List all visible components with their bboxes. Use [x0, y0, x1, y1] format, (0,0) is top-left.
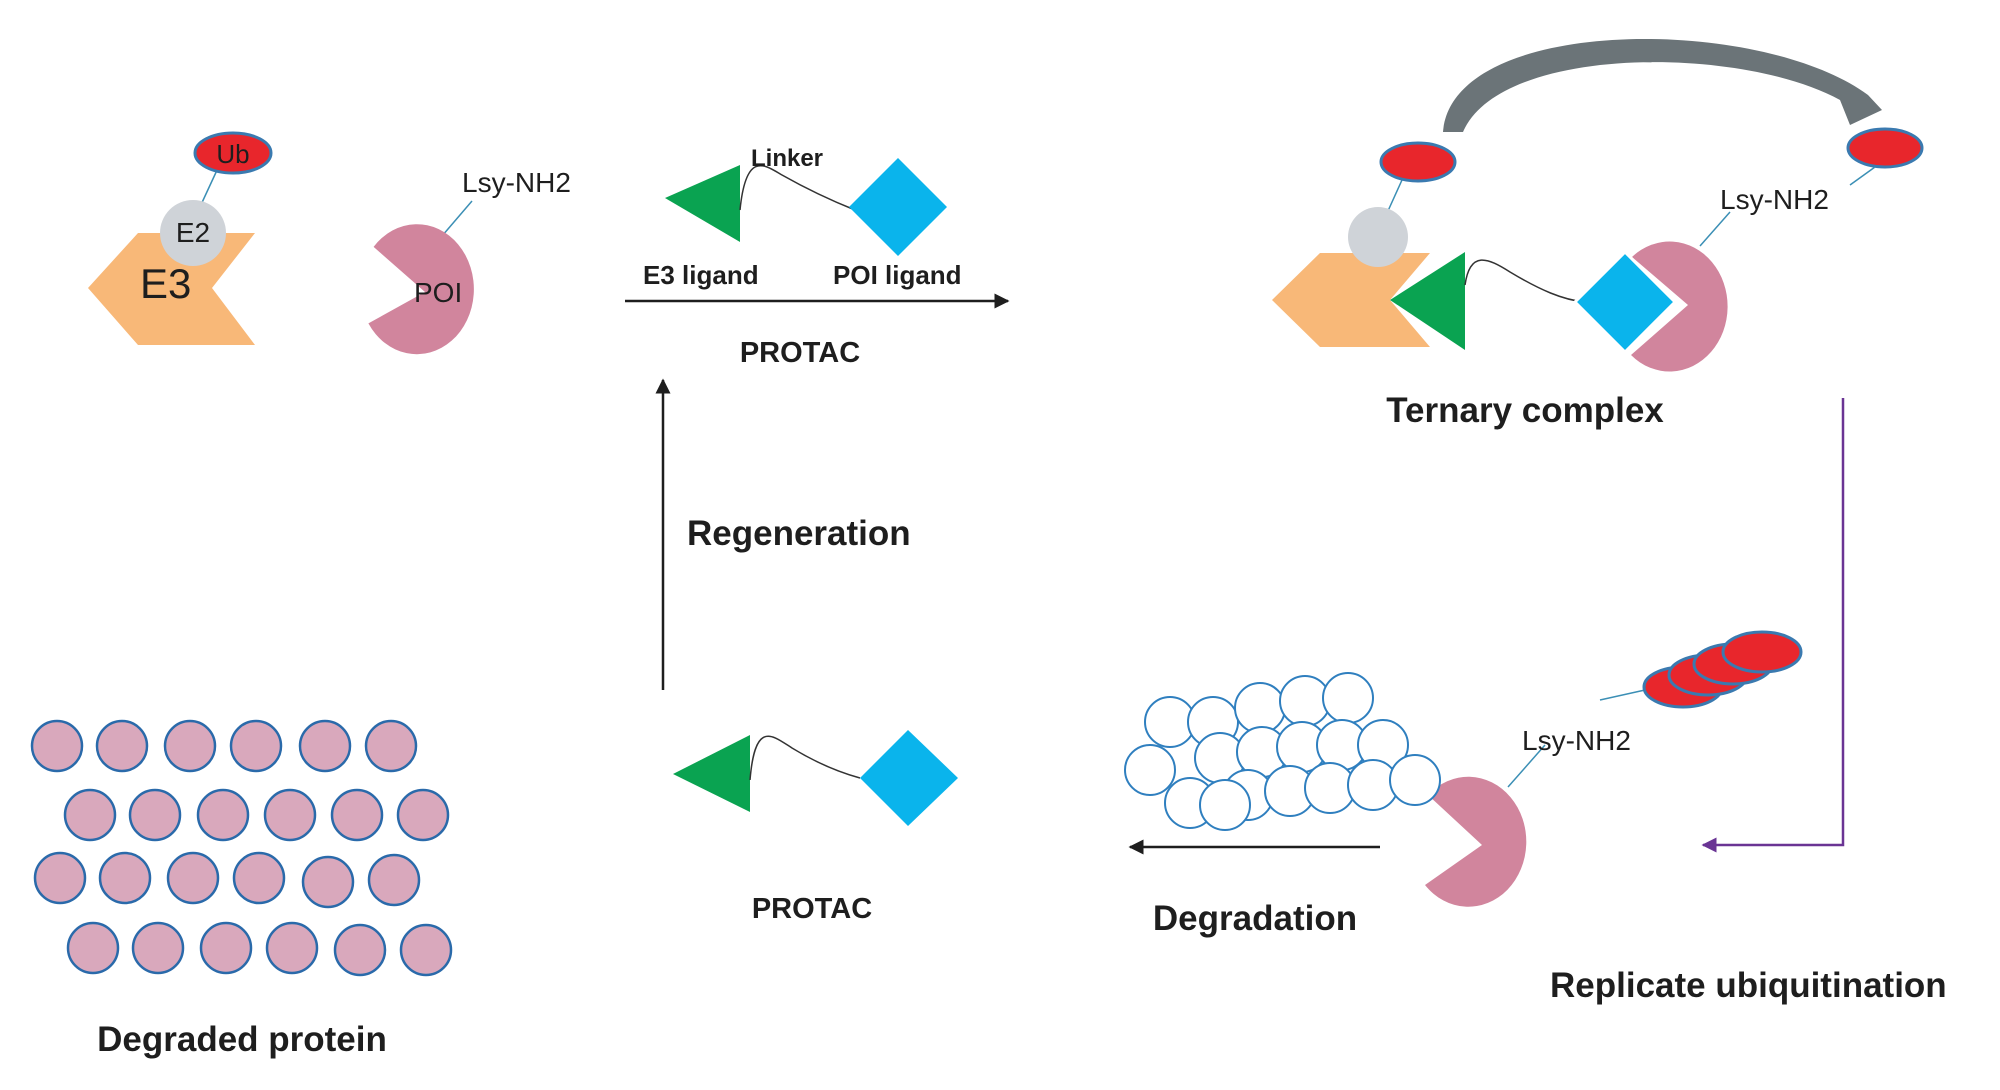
ub-chain-4	[1721, 630, 1803, 674]
regenerated-e3-ligand-triangle	[673, 735, 750, 812]
ternary-lysine-label: Lsy-NH2	[1720, 184, 1829, 215]
transferred-ub-shape	[1846, 127, 1924, 169]
e3-ligase-shape	[88, 233, 255, 345]
e3-e2-ub-group: E3 E2 Ub	[88, 131, 273, 345]
degraded-fragment	[232, 851, 286, 905]
polyub-lysine-label: Lsy-NH2	[1522, 725, 1631, 756]
protac-label-bottom: PROTAC	[752, 893, 872, 925]
degraded-fragment	[196, 788, 250, 842]
ternary-complex-group: Lsy-NH2	[1272, 38, 1924, 372]
e3-ligand-triangle	[665, 165, 740, 242]
ub-label: Ub	[216, 139, 249, 169]
degraded-fragment	[63, 788, 117, 842]
e2-label: E2	[176, 217, 210, 248]
degraded-fragment	[333, 923, 387, 977]
ternary-e3-shape	[1272, 253, 1430, 347]
degraded-fragment	[263, 788, 317, 842]
ternary-poi-shape	[1631, 241, 1728, 372]
proteasome-unit	[1124, 744, 1176, 796]
ternary-linker-line	[1464, 259, 1586, 303]
transferred-ub-connector	[1849, 166, 1876, 186]
proteasome-unit	[1322, 672, 1374, 724]
polyubiquitinated-poi-group: Lsy-NH2	[1425, 630, 1803, 907]
ternary-lysine-connector	[1699, 211, 1731, 247]
degraded-fragment	[30, 719, 84, 773]
proteasome-unit	[1389, 754, 1441, 806]
e3-label: E3	[140, 260, 191, 307]
proteasome-unit	[1199, 779, 1251, 831]
ternary-e3-ligand-triangle	[1390, 252, 1465, 350]
degraded-fragment	[128, 788, 182, 842]
poi-ligand-label: POI ligand	[833, 260, 962, 290]
degraded-fragment	[95, 719, 149, 773]
poi-lysine-line	[441, 200, 473, 237]
degraded-fragment	[301, 855, 355, 909]
degraded-fragment	[367, 853, 421, 907]
degraded-fragment	[298, 719, 352, 773]
ubiquitination-arrow	[1701, 398, 1845, 853]
protac-molecule-bottom	[673, 730, 958, 826]
poi-shape	[368, 224, 474, 355]
poi-label: POI	[414, 277, 462, 308]
regenerated-poi-ligand-diamond	[860, 730, 958, 826]
degraded-fragment	[163, 719, 217, 773]
degraded-fragment	[166, 851, 220, 905]
degraded-fragment	[131, 921, 185, 975]
poi-ligand-diamond	[849, 158, 947, 256]
linker-line	[739, 165, 856, 211]
degraded-fragment	[229, 719, 283, 773]
replicate-ubiquitination-label: Replicate ubiquitination	[1550, 966, 1947, 1005]
protac-molecule-top: Linker E3 ligand POI ligand	[643, 145, 962, 290]
ub-transfer-curved-arrow	[1443, 38, 1882, 132]
regeneration-label: Regeneration	[687, 514, 911, 553]
degraded-fragment	[33, 851, 87, 905]
polyub-chain-connector	[1599, 689, 1646, 701]
degraded-fragment	[66, 921, 120, 975]
degraded-fragment	[399, 923, 453, 977]
regenerated-linker-line	[749, 735, 861, 781]
proteasome-unit	[1234, 682, 1286, 734]
e2-shape	[160, 200, 226, 266]
ternary-e2-shape	[1348, 207, 1408, 267]
poi-lysine-label: Lsy-NH2	[462, 167, 571, 198]
proteasome-cluster	[1124, 672, 1441, 831]
ub-shape	[193, 131, 273, 175]
poi-group: POI Lsy-NH2	[368, 167, 571, 355]
degraded-fragment	[330, 788, 384, 842]
e3-ligand-label: E3 ligand	[643, 260, 759, 290]
degraded-fragment	[364, 719, 418, 773]
linker-label: Linker	[751, 145, 823, 172]
polyub-poi-shape	[1425, 776, 1527, 907]
ternary-complex-label: Ternary complex	[1386, 391, 1664, 430]
degraded-protein-label: Degraded protein	[97, 1020, 387, 1059]
degraded-fragment	[396, 788, 450, 842]
ternary-ub-shape	[1379, 141, 1457, 183]
degradation-label: Degradation	[1153, 899, 1357, 938]
protac-label-top: PROTAC	[740, 337, 860, 369]
ternary-poi-ligand-diamond	[1572, 249, 1678, 355]
degraded-protein-grid	[30, 719, 453, 977]
degraded-fragment	[199, 921, 253, 975]
degraded-fragment	[98, 851, 152, 905]
polyub-lysine-connector	[1507, 744, 1546, 788]
degraded-fragment	[265, 921, 319, 975]
